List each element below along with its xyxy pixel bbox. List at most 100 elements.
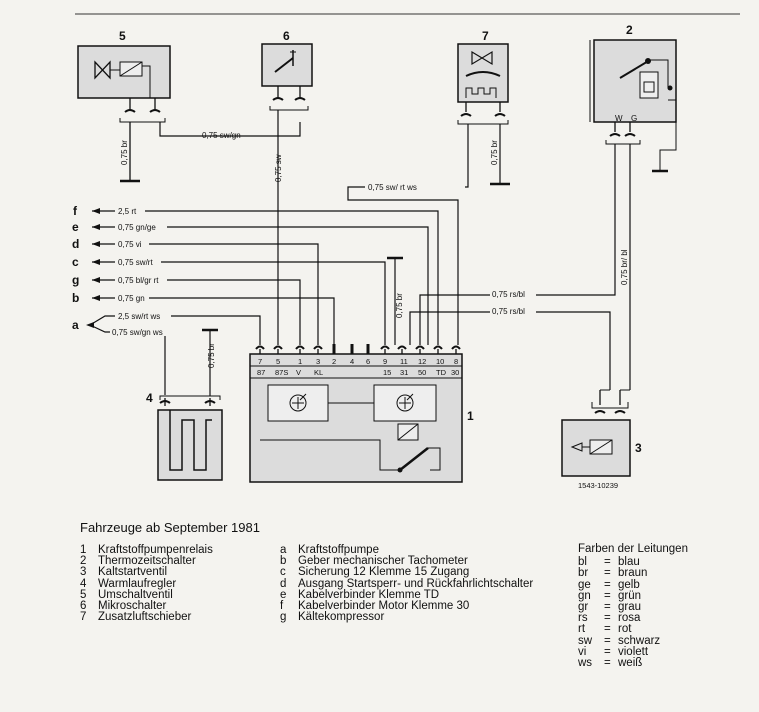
relay-pin-number: 2 <box>332 357 336 366</box>
relay-terminal-label: 31 <box>400 368 408 377</box>
color-code: vi <box>578 645 587 658</box>
relay-terminal-label: V <box>296 368 301 377</box>
relay-pin-connector <box>295 345 305 350</box>
component-3-number: 3 <box>635 441 642 455</box>
equals-sign: = <box>604 601 611 614</box>
legend-key: 6 <box>80 600 87 613</box>
legend-key: f <box>280 600 284 613</box>
legend-key: e <box>280 588 287 601</box>
legend-key: g <box>280 611 287 624</box>
legend-row: 2 Thermozeitschalter <box>80 555 213 568</box>
color-legend-row: ge = gelb <box>578 578 688 591</box>
component-5-umschaltventil: 5 <box>77 29 171 123</box>
relay-pin-connector <box>380 345 390 350</box>
equals-sign: = <box>604 578 611 591</box>
wire-label-d: 0,75 vi <box>118 240 142 249</box>
wire-label-b: 0,75 gn <box>118 294 145 303</box>
wire-label-br-bl: 0,75 br/ bl <box>620 249 629 285</box>
component-2-number: 2 <box>626 23 633 37</box>
component-3-kaltstartventil: 3 <box>561 390 642 477</box>
color-code: rs <box>578 612 588 625</box>
wire-label-br4: 0,75 br <box>207 343 216 368</box>
color-legend-row: br=braun <box>578 567 688 580</box>
relay-pin-connector <box>255 345 265 350</box>
relay-pin-number: 6 <box>366 357 370 366</box>
color-name: schwarz <box>618 634 661 647</box>
component-4-number: 4 <box>146 391 153 405</box>
color-legend-row: gn=grün <box>578 590 688 602</box>
color-code: ge <box>578 578 591 591</box>
wire-label-c: 0,75 sw/rt <box>118 258 153 267</box>
relay-pin-unused <box>332 344 336 354</box>
component-6-mikroschalter: 6 <box>261 29 313 111</box>
legend-key: 4 <box>80 577 87 590</box>
color-legend-row: vi=violett <box>578 645 688 658</box>
wire-label-rs-bl-2: 0,75 rs/bl <box>492 307 525 316</box>
color-code: bl <box>578 556 587 569</box>
relay-pin-number: 12 <box>418 357 426 366</box>
equals-sign: = <box>604 567 611 580</box>
relay-pin-connector <box>273 345 283 350</box>
wire-labels-left: 2,5 rt 0,75 gn/ge 0,75 vi 0,75 sw/rt 0,7… <box>110 206 171 337</box>
color-code: ws <box>578 657 593 670</box>
relay-pin-number: 1 <box>298 357 302 366</box>
relay-pin-connector <box>451 345 461 350</box>
legend-label: Umschaltventil <box>98 588 173 601</box>
legend-key: 2 <box>80 555 87 568</box>
equals-sign: = <box>604 657 611 670</box>
relay-terminal-label: 87 <box>257 368 265 377</box>
color-legend-row: bl=blau <box>578 556 688 569</box>
wire-label-sw-gn: 0,75 sw/gn <box>202 131 241 140</box>
wire-label-a2: 0,75 sw/gn ws <box>112 328 163 337</box>
color-legend-row: rs=rosa <box>578 612 688 625</box>
legend-key: a <box>280 544 287 556</box>
color-code: gr <box>578 601 589 614</box>
relay-pin-number: 3 <box>316 357 320 366</box>
figure-number: 1543-10239 <box>578 481 618 490</box>
component-1-kraftstoffpumpenrelais: 1 <box>249 344 474 483</box>
legend-key: d <box>280 577 287 590</box>
component-6-number: 6 <box>283 29 290 43</box>
wire-letter-g: g <box>72 273 79 287</box>
legend-row: 4 Warmlaufregler <box>80 577 213 590</box>
legend-label: Thermozeitschalter <box>98 555 196 568</box>
relay-terminal-label: 30 <box>451 368 459 377</box>
legend-key: b <box>280 555 287 568</box>
legend-label: Sicherung 12 Klemme 15 Zugang <box>298 566 470 579</box>
legend-row: d Ausgang Startsperr- und Rückfahrlichtsc… <box>280 577 534 590</box>
relay-pin-unused <box>350 344 354 354</box>
relay-pin-number: 4 <box>350 357 354 366</box>
relay-pin-connector <box>415 345 425 350</box>
legend-label: Ausgang Startsperr- und Rückfahrlichtsch… <box>298 577 534 590</box>
wire-label-rs-bl-1: 0,75 rs/bl <box>492 290 525 299</box>
component-2-terminal-G: G <box>631 114 637 123</box>
color-name: blau <box>618 556 640 569</box>
legend-label: Warmlaufregler <box>98 577 177 590</box>
color-code: rt <box>578 623 586 636</box>
relay-pin-number: 8 <box>454 357 458 366</box>
color-legend-row: rt=rot <box>578 623 688 636</box>
color-code: sw <box>578 634 593 647</box>
component-7-number: 7 <box>482 29 489 43</box>
component-2-terminal-W: W <box>615 114 623 123</box>
component-1-number: 1 <box>467 409 474 423</box>
wire-letter-a: a <box>72 318 79 332</box>
color-name: rosa <box>618 612 641 625</box>
wire-label-br5: 0,75 br <box>120 140 129 165</box>
color-name: gelb <box>618 578 640 591</box>
color-name: violett <box>618 645 649 658</box>
wire-letter-f: f <box>73 204 78 218</box>
legend-label: Kabelverbinder Klemme TD <box>298 588 440 601</box>
relay-pin-number: 10 <box>436 357 444 366</box>
wire-label-sw-rt-ws: 0,75 sw/ rt ws <box>368 183 417 192</box>
wire-label-g: 0,75 bl/gr rt <box>118 276 159 285</box>
component-4-warmlaufregler: 4 <box>146 391 223 481</box>
legend-key: 1 <box>80 544 87 556</box>
